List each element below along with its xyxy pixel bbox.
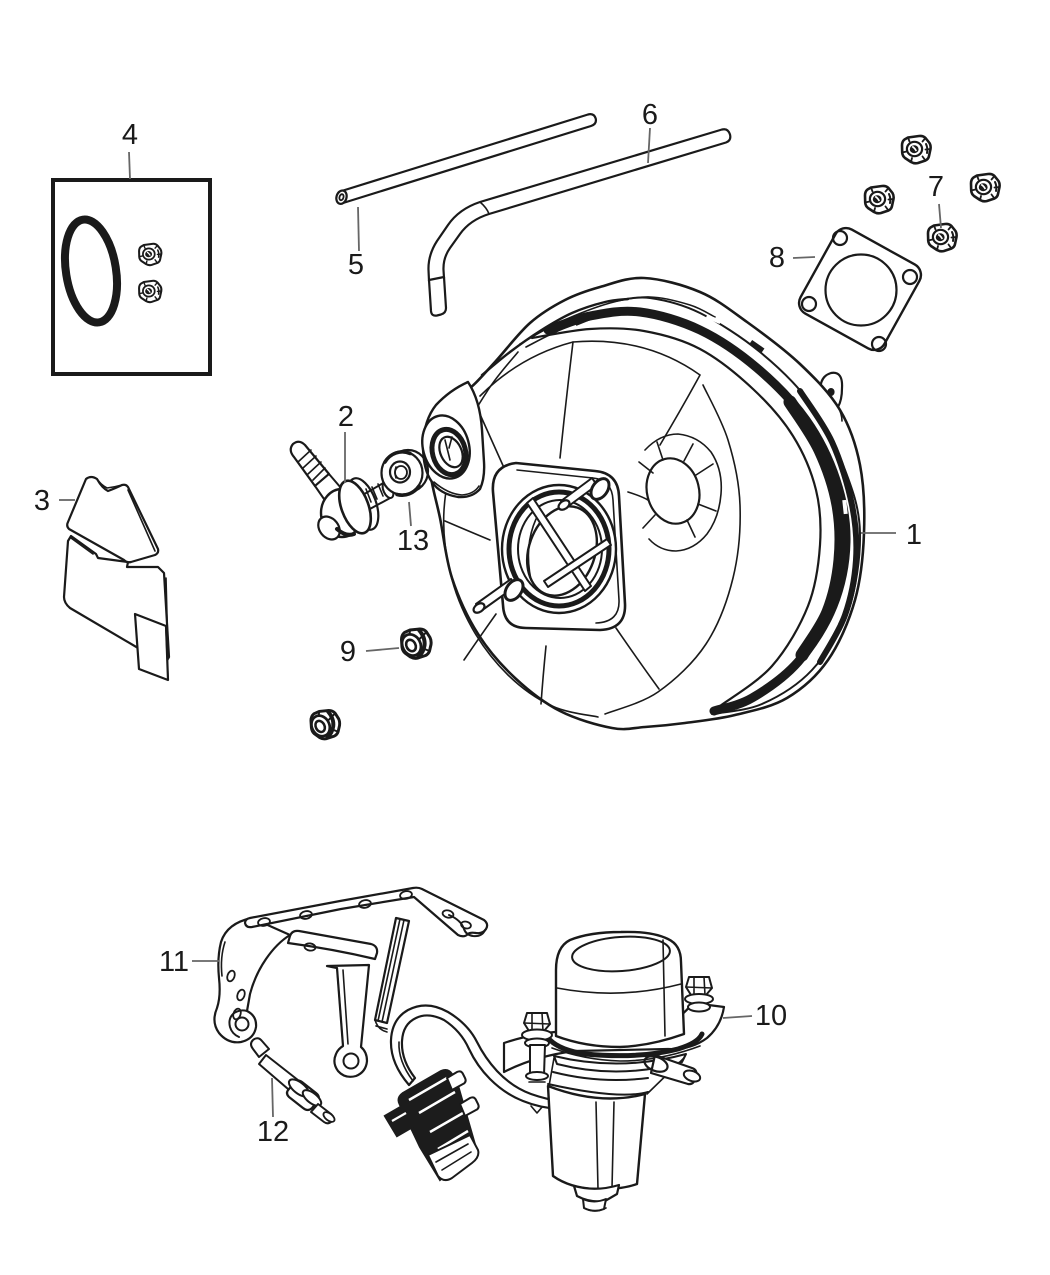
- svg-text:13: 13: [397, 525, 429, 557]
- svg-text:3: 3: [34, 485, 50, 517]
- svg-text:6: 6: [642, 99, 658, 131]
- svg-text:5: 5: [348, 249, 364, 281]
- svg-text:12: 12: [257, 1116, 289, 1148]
- svg-text:10: 10: [755, 1000, 787, 1032]
- svg-text:7: 7: [928, 171, 944, 203]
- svg-text:11: 11: [159, 946, 189, 978]
- svg-text:1: 1: [906, 519, 922, 551]
- svg-text:9: 9: [340, 636, 356, 668]
- svg-text:4: 4: [122, 119, 138, 151]
- svg-text:8: 8: [769, 242, 785, 274]
- svg-text:2: 2: [338, 401, 354, 433]
